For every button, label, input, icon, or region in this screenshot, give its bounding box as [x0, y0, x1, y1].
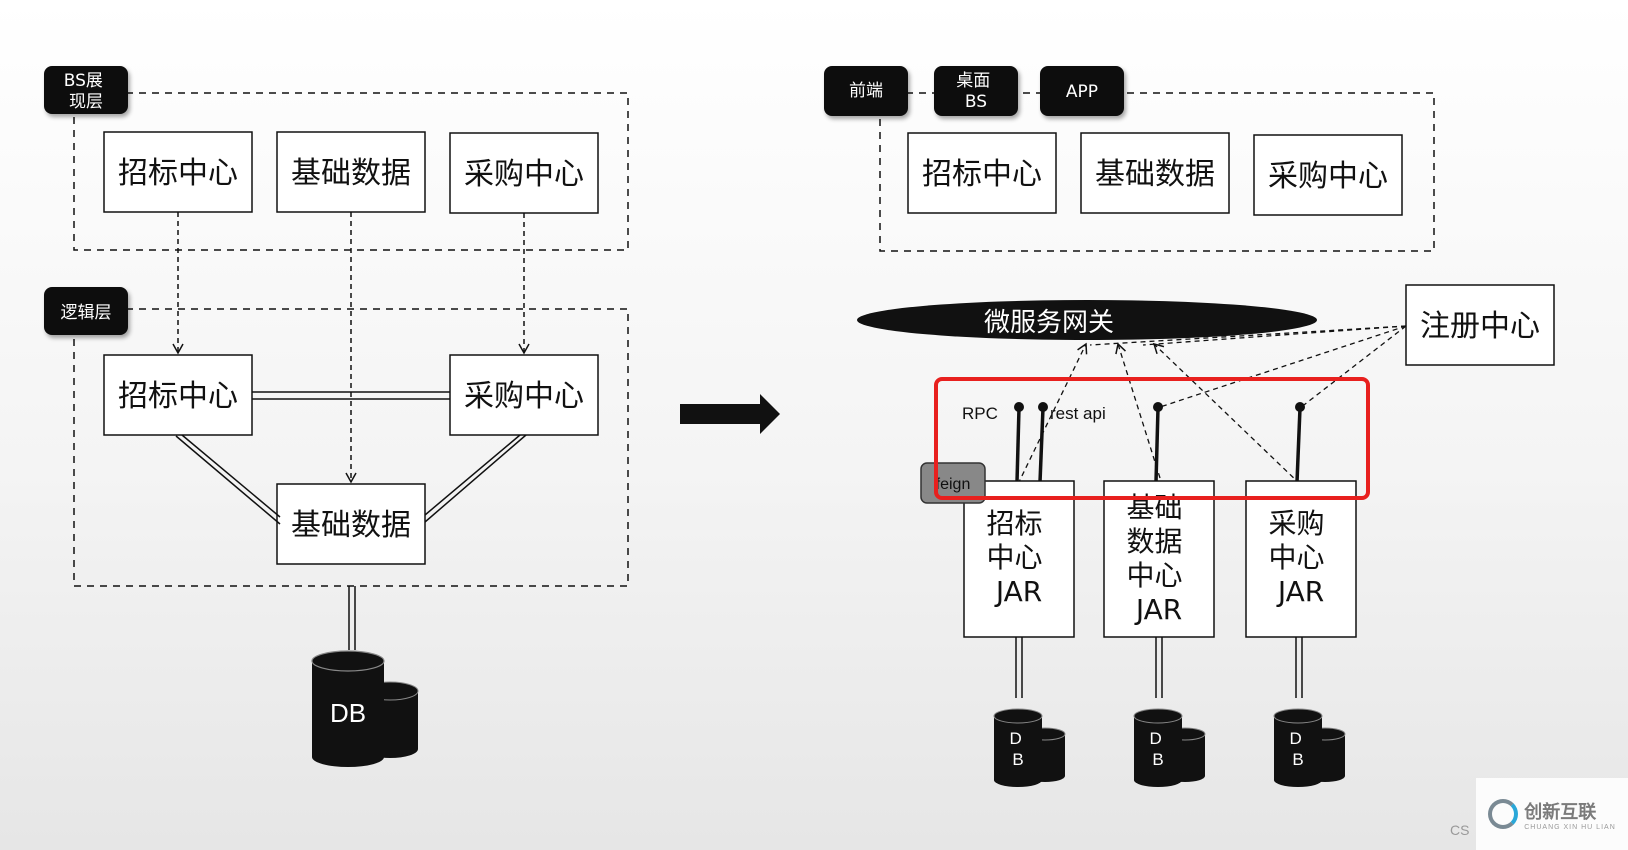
jar-db-links	[1015, 637, 1303, 698]
desktop-bs-tag	[934, 66, 1018, 116]
left-link-tender-base	[175, 434, 281, 525]
svg-text:基础 数据 中心 JAR: 基础 数据 中心 JAR	[1127, 491, 1192, 626]
svg-text:招标中心: 招标中心	[118, 379, 238, 414]
gateway-ellipse: 微服务网关	[857, 300, 1317, 340]
svg-text:微服务网关: 微服务网关	[984, 308, 1114, 338]
svg-text:D B: D B	[1289, 729, 1306, 769]
left-logic-box-tender: 招标中心	[103, 354, 253, 436]
svg-text:基础数据: 基础数据	[291, 156, 411, 191]
svg-text:招标中心: 招标中心	[118, 156, 238, 191]
svg-text:基础数据: 基础数据	[1095, 157, 1215, 192]
svg-text:D B: D B	[1009, 729, 1026, 769]
svg-text:采购中心: 采购中心	[1268, 159, 1388, 194]
left-link-tender-purchase	[252, 391, 450, 400]
jar-box-purchase: 采购 中心 JAR	[1245, 480, 1357, 638]
brand-logo-icon	[1488, 799, 1519, 829]
left-logic-box-purchase: 采购中心	[449, 354, 599, 436]
database-base-data: D B	[1133, 708, 1206, 787]
frontend-tag-label: 前端	[849, 81, 883, 101]
app-tag-label: APP	[1066, 82, 1098, 102]
logic-layer-frame	[73, 308, 629, 587]
watermark-subtext: CHUANG XIN HU LIAN	[1524, 823, 1616, 831]
svg-text:采购 中心 JAR: 采购 中心 JAR	[1269, 507, 1334, 608]
svg-text:招标 中心 JAR: 招标 中心 JAR	[987, 507, 1052, 608]
watermark: CS 创新互联 CHUANG XIN HU LIAN	[1450, 778, 1628, 850]
left-top-box-base-data: 基础数据	[276, 131, 426, 213]
svg-text:招标中心: 招标中心	[922, 157, 1042, 192]
base-data-connector	[1153, 402, 1163, 483]
watermark-prefix: CS	[1450, 822, 1470, 838]
database-tender: D B	[993, 708, 1066, 787]
purchase-connector	[1295, 402, 1305, 483]
frontend-layer-frame	[879, 92, 1435, 252]
left-database: DB	[311, 650, 419, 767]
rest-api-connector	[1038, 402, 1048, 483]
right-top-box-purchase: 采购中心	[1253, 134, 1403, 216]
presentation-layer-tag	[44, 66, 128, 114]
highlight-box	[934, 377, 1370, 500]
registry-dashed-links	[1089, 325, 1407, 409]
left-top-box-purchase: 采购中心	[449, 132, 599, 214]
rpc-label: RPC	[962, 404, 998, 423]
registry-box: 注册中心	[1405, 284, 1555, 366]
right-top-box-base-data: 基础数据	[1080, 132, 1230, 214]
service-gateway-arrows	[1017, 342, 1301, 485]
database-purchase: D B	[1273, 708, 1346, 787]
presentation-layer-tag-label: BS展 现层	[64, 71, 109, 112]
svg-text:基础数据: 基础数据	[291, 508, 411, 543]
frontend-tag	[824, 66, 908, 116]
svg-text:D B: D B	[1149, 729, 1166, 769]
rpc-connector	[1014, 402, 1024, 483]
left-link-purchase-base	[424, 434, 527, 523]
logic-layer-tag-label: 逻辑层	[61, 303, 112, 323]
rest-api-label: rest api	[1050, 404, 1106, 423]
svg-text:采购中心: 采购中心	[464, 157, 584, 192]
transition-arrow-icon	[680, 394, 780, 434]
watermark-text: 创新互联	[1524, 801, 1597, 823]
left-logic-box-base-data: 基础数据	[276, 483, 426, 565]
logic-layer-tag	[44, 287, 128, 335]
svg-text:采购中心: 采购中心	[464, 379, 584, 414]
svg-text:DB: DB	[330, 698, 366, 728]
svg-text:注册中心: 注册中心	[1420, 309, 1540, 344]
left-link-to-db	[348, 586, 356, 650]
desktop-bs-tag-label: 桌面 BS	[956, 71, 995, 112]
right-top-box-tender: 招标中心	[907, 132, 1057, 214]
svg-text:feign: feign	[936, 476, 971, 493]
left-top-box-tender: 招标中心	[103, 131, 253, 213]
jar-box-tender: 招标 中心 JAR	[963, 480, 1075, 638]
app-tag	[1040, 66, 1124, 116]
jar-box-base-data: 基础 数据 中心 JAR	[1103, 480, 1215, 638]
